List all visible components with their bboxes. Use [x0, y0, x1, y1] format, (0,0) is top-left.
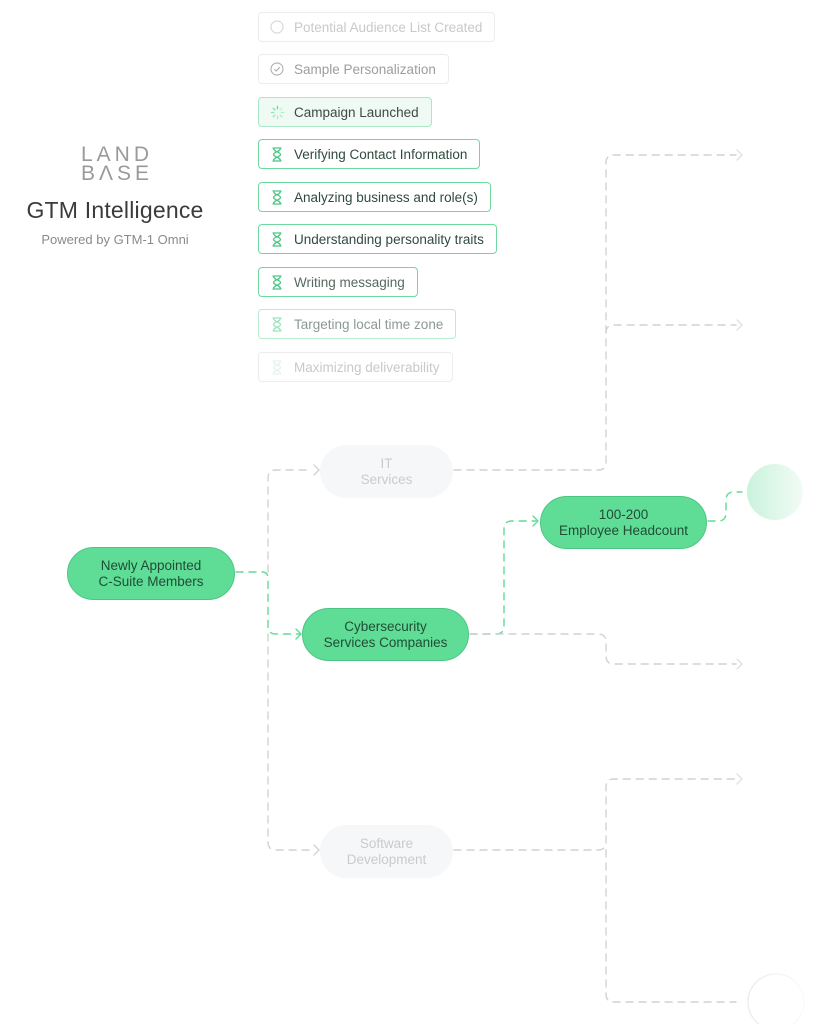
check-circle-icon: [269, 61, 285, 77]
edge-it-mid: [605, 324, 737, 334]
step-audience-list: Potential Audience List Created: [258, 12, 496, 42]
edge-cyber-headcount: [469, 520, 537, 635]
hourglass-icon: [269, 316, 285, 332]
step-verifying-contact: Verifying Contact Information: [258, 139, 481, 169]
arrow-cyber: [295, 628, 302, 640]
landbase-logo: LAND BΛSE: [80, 143, 154, 185]
hourglass-icon: [269, 274, 285, 290]
brand-block: LAND BΛSE GTM Intelligence Powered by GT…: [0, 143, 230, 247]
edge-headcount-right: [707, 491, 743, 522]
step-deliverability: Maximizing deliverability: [258, 352, 453, 382]
edge-root-it: [267, 469, 313, 573]
step-sample-personalization: Sample Personalization: [258, 54, 449, 84]
app-title: GTM Intelligence: [26, 197, 204, 223]
hourglass-icon: [269, 189, 285, 205]
spinner-icon: [269, 104, 285, 120]
edge-cyber-lower: [469, 633, 737, 665]
check-circle-icon: [269, 19, 285, 35]
edge-root-software: [267, 633, 313, 851]
step-personality-traits: Understanding personality traits: [258, 224, 497, 254]
hourglass-icon: [269, 359, 285, 375]
step-local-time-zone: Targeting local time zone: [258, 309, 457, 339]
arrow-headcount: [532, 515, 539, 527]
edge-software-upper: [453, 778, 737, 851]
arrow-it: [313, 464, 320, 476]
hourglass-icon: [269, 146, 285, 162]
hourglass-icon: [269, 231, 285, 247]
edge-it-upper: [453, 154, 737, 471]
edge-root-cyber: [235, 571, 301, 635]
step-campaign-launched: Campaign Launched: [258, 97, 432, 127]
app-subtitle: Powered by GTM-1 Omni: [41, 232, 189, 247]
edge-software-lower: [605, 849, 737, 1003]
step-analyzing-business: Analyzing business and role(s): [258, 182, 491, 212]
step-writing-messaging: Writing messaging: [258, 267, 418, 297]
arrow-software: [313, 844, 320, 856]
